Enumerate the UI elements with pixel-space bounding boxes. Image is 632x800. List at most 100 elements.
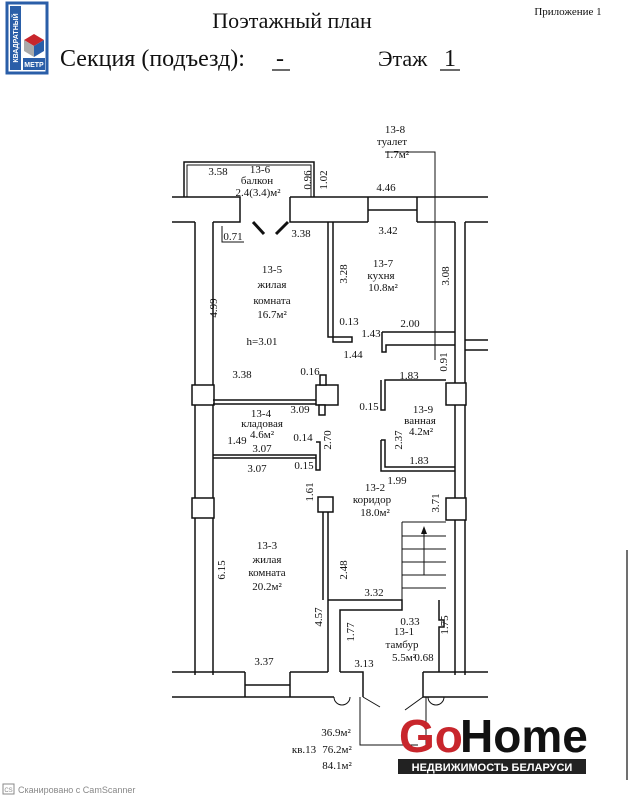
svg-text:0.15: 0.15 (359, 401, 379, 413)
room-13-4: 13-4 кладовая 4.6м² (241, 408, 283, 441)
svg-text:КВАДРАТНЫЙ: КВАДРАТНЫЙ (11, 13, 20, 62)
svg-text:3.38: 3.38 (232, 369, 252, 381)
svg-text:1.61: 1.61 (304, 482, 316, 501)
svg-text:2.00: 2.00 (400, 318, 420, 330)
svg-text:3.07: 3.07 (252, 443, 272, 455)
svg-text:0.14: 0.14 (293, 432, 313, 444)
svg-text:16.7м²: 16.7м² (257, 309, 287, 321)
svg-text:0.96: 0.96 (302, 170, 314, 190)
svg-text:2.70: 2.70 (322, 430, 334, 450)
svg-text:МЕТР: МЕТР (24, 62, 44, 69)
svg-text:4.46: 4.46 (376, 182, 396, 194)
svg-text:0.33: 0.33 (400, 616, 420, 628)
svg-text:3.08: 3.08 (440, 266, 452, 286)
svg-text:кладовая: кладовая (241, 418, 283, 430)
svg-text:комната: комната (253, 295, 290, 307)
svg-text:13-5: 13-5 (262, 264, 283, 276)
floor-label: Этаж (378, 46, 428, 71)
svg-text:h=3.01: h=3.01 (247, 336, 278, 348)
svg-text:13-9: 13-9 (413, 404, 434, 416)
svg-text:кухня: кухня (367, 270, 394, 282)
svg-text:3.09: 3.09 (290, 404, 310, 416)
svg-text:3.38: 3.38 (291, 228, 311, 240)
svg-text:Go: Go (399, 710, 463, 762)
svg-text:1.43: 1.43 (361, 328, 381, 340)
svg-text:1.77: 1.77 (345, 622, 357, 642)
camscanner-note: CS Сканировано с CamScanner (2, 783, 135, 795)
svg-text:20.2м²: 20.2м² (252, 581, 282, 593)
svg-text:2.37: 2.37 (393, 430, 405, 450)
svg-text:0.16: 0.16 (300, 366, 320, 378)
gohome-watermark: Go Home НЕДВИЖИМОСТЬ БЕЛАРУСИ (398, 710, 588, 774)
svg-text:1.02: 1.02 (318, 170, 330, 189)
svg-text:3.32: 3.32 (364, 587, 383, 599)
svg-text:13-8: 13-8 (385, 124, 406, 136)
room-13-5: 13-5 жилая комната 16.7м² h=3.01 (247, 264, 291, 348)
appendix-label: Приложение 1 (534, 6, 601, 18)
svg-text:13-1: 13-1 (394, 626, 414, 638)
svg-text:6.15: 6.15 (216, 560, 228, 580)
svg-text:балкон: балкон (241, 175, 273, 187)
svg-text:3.58: 3.58 (208, 166, 228, 178)
svg-text:3.71: 3.71 (430, 493, 442, 512)
svg-text:3.42: 3.42 (378, 225, 397, 237)
svg-text:0.91: 0.91 (438, 352, 450, 371)
room-13-7: 13-7 кухня 10.8м² (367, 258, 398, 294)
svg-text:коридор: коридор (353, 494, 392, 506)
svg-text:10.8м²: 10.8м² (368, 282, 398, 294)
page-title: Поэтажный план (212, 8, 372, 33)
svg-text:Сканировано с CamScanner: Сканировано с CamScanner (18, 785, 135, 795)
svg-text:3.28: 3.28 (338, 264, 350, 284)
svg-text:жилая: жилая (257, 279, 287, 291)
room-13-6: 13-6 балкон 2.4(3.4)м² (235, 164, 281, 199)
walls (172, 151, 488, 746)
room-13-9: 13-9 ванная 4.2м² (404, 404, 436, 438)
svg-text:CS: CS (4, 788, 12, 794)
svg-text:Home: Home (460, 710, 588, 762)
svg-text:ванная: ванная (404, 415, 436, 427)
svg-text:3.07: 3.07 (247, 463, 267, 475)
svg-text:3.13: 3.13 (354, 658, 374, 670)
svg-text:13-7: 13-7 (373, 258, 394, 270)
room-13-3: 13-3 жилая комната 20.2м² (248, 540, 285, 593)
room-13-2: 13-2 коридор 18.0м² (353, 482, 392, 519)
svg-text:туалет: туалет (377, 136, 407, 148)
svg-text:76.2м²: 76.2м² (322, 744, 352, 756)
svg-text:0.15: 0.15 (294, 460, 314, 472)
svg-text:13-3: 13-3 (257, 540, 278, 552)
svg-text:1.49: 1.49 (227, 435, 247, 447)
svg-text:2.4(3.4)м²: 2.4(3.4)м² (235, 187, 281, 199)
svg-text:тамбур: тамбур (386, 639, 419, 651)
svg-text:13-4: 13-4 (251, 408, 272, 420)
svg-text:4.2м²: 4.2м² (409, 426, 434, 438)
svg-text:1.44: 1.44 (343, 349, 363, 361)
svg-text:18.0м²: 18.0м² (360, 507, 390, 519)
svg-text:3.37: 3.37 (254, 656, 274, 668)
svg-text:1.75: 1.75 (439, 615, 451, 635)
dimensions: 3.58 0.96 1.02 4.46 0.71 3.38 3.42 3.28 … (208, 166, 452, 670)
room-13-8: 13-8 туалет 1.7м² (377, 124, 410, 161)
section-value: - (276, 46, 284, 72)
svg-text:1.83: 1.83 (399, 370, 419, 382)
svg-text:кв.13: кв.13 (292, 744, 317, 756)
svg-text:жилая: жилая (252, 554, 282, 566)
svg-text:0.71: 0.71 (223, 231, 242, 243)
svg-text:4.99: 4.99 (208, 298, 220, 318)
apartment-totals: 36.9м² кв.13 76.2м² 84.1м² (292, 727, 353, 772)
svg-text:13-6: 13-6 (250, 164, 271, 176)
svg-text:0.68: 0.68 (414, 652, 434, 664)
svg-text:1.99: 1.99 (387, 475, 407, 487)
room-13-1: 13-1 тамбур 5.5м² (386, 626, 419, 664)
svg-text:5.5м²: 5.5м² (392, 652, 417, 664)
svg-text:2.48: 2.48 (338, 560, 350, 580)
section-label: Секция (подъезд): (60, 46, 245, 72)
svg-text:НЕДВИЖИМОСТЬ БЕЛАРУСИ: НЕДВИЖИМОСТЬ БЕЛАРУСИ (412, 762, 573, 774)
svg-text:1.83: 1.83 (409, 455, 429, 467)
kvadratny-metr-logo: КВАДРАТНЫЙ МЕТР (5, 1, 49, 75)
svg-text:36.9м²: 36.9м² (321, 727, 351, 739)
svg-text:13-2: 13-2 (365, 482, 385, 494)
svg-text:4.6м²: 4.6м² (250, 429, 275, 441)
svg-text:комната: комната (248, 567, 285, 579)
svg-text:1.7м²: 1.7м² (385, 149, 410, 161)
